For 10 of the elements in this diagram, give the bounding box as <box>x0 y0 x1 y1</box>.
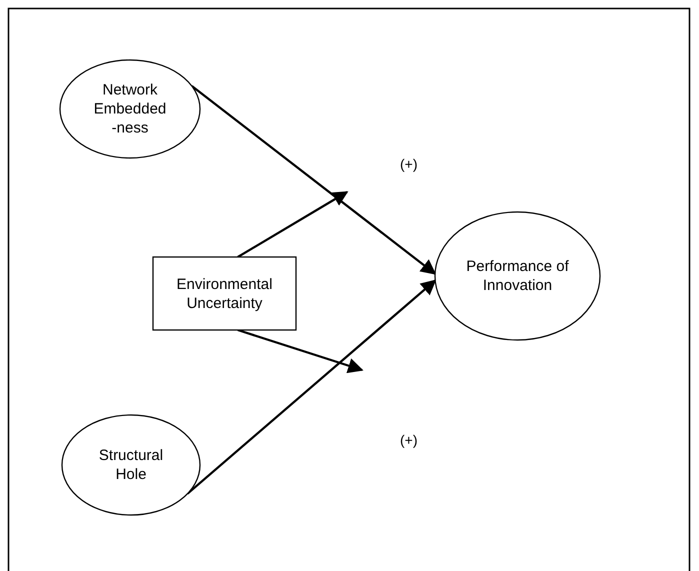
node-label: Structural Hole <box>98 446 164 484</box>
sign-label: (+) <box>400 432 418 448</box>
node-label: Environmental Uncertainty <box>176 274 274 312</box>
node-label: Performance of Innovation <box>465 257 570 295</box>
arrow <box>191 85 436 275</box>
arrow <box>186 279 436 495</box>
arrow <box>237 191 348 258</box>
node-label: Network Embedded -ness <box>92 80 168 138</box>
sign-label: (+) <box>400 156 418 172</box>
arrow <box>237 328 364 374</box>
